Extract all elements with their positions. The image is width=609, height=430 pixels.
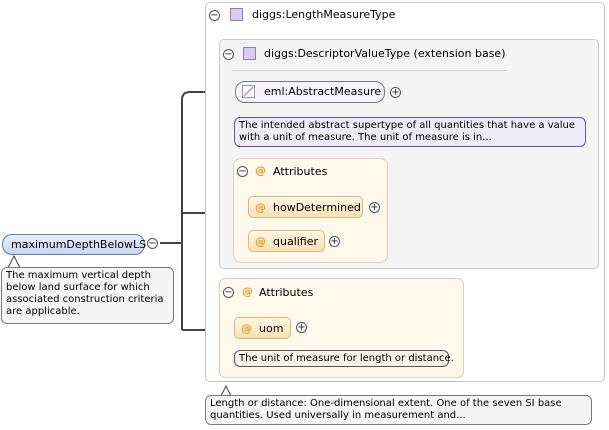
qualifier-attribute[interactable]: @ qualifier (248, 230, 325, 252)
maximum-depth-below-ls-element[interactable]: maximumDepthBelowLS (2, 234, 146, 255)
collapse-outer-attributes-button[interactable]: − (223, 287, 234, 298)
how-determined-label: howDetermined (273, 201, 361, 214)
expand-abstract-measure-button[interactable]: + (390, 87, 401, 98)
divider (232, 70, 507, 71)
abstract-measure-doc-line-1: The intended abstract supertype of all q… (239, 120, 576, 131)
root-doc-line-1: The maximum vertical depth (6, 270, 151, 281)
descriptor-value-type-label: diggs:DescriptorValueType (extension bas… (264, 47, 506, 60)
complex-type-icon (230, 8, 243, 21)
attributes-at-icon: @ (255, 164, 266, 177)
root-element-doc: The maximum vertical depth below land su… (1, 267, 174, 324)
outer-attributes-title: Attributes (259, 286, 314, 299)
abstract-measure-element[interactable]: eml:AbstractMeasure (235, 81, 385, 103)
abstract-measure-doc-line-2: with a unit of measure. The unit of meas… (239, 132, 492, 143)
length-measure-doc-line-1: Length or distance: One-dimensional exte… (210, 398, 562, 409)
length-measure-doc-line-2: quantities. Used universally in measurem… (210, 410, 466, 421)
attribute-at-icon: @ (241, 322, 252, 335)
uom-label: uom (259, 322, 284, 335)
attribute-at-icon: @ (255, 201, 266, 214)
expand-how-determined-button[interactable]: + (369, 202, 380, 213)
attributes-at-icon: @ (242, 285, 253, 298)
length-measure-type-label: diggs:LengthMeasureType (252, 8, 396, 21)
qualifier-label: qualifier (273, 235, 319, 248)
how-determined-attribute[interactable]: @ howDetermined (248, 196, 363, 218)
collapse-length-measure-type-button[interactable]: − (209, 10, 220, 21)
collapse-root-element-button[interactable]: − (147, 238, 158, 249)
expand-uom-button[interactable]: + (296, 322, 307, 333)
uom-attribute[interactable]: @ uom (234, 317, 291, 339)
abstract-measure-doc: The intended abstract supertype of all q… (234, 117, 586, 147)
attribute-at-icon: @ (255, 235, 266, 248)
root-doc-line-4: are applicable. (6, 306, 80, 317)
inner-attributes-title: Attributes (273, 165, 328, 178)
abstract-measure-label: eml:AbstractMeasure (264, 85, 382, 98)
collapse-inner-attributes-button[interactable]: − (237, 166, 248, 177)
abstract-element-icon (242, 85, 255, 98)
root-doc-line-2: below land surface for which (6, 282, 150, 293)
extension-type-icon (243, 47, 256, 60)
length-measure-type-doc: Length or distance: One-dimensional exte… (205, 395, 592, 425)
root-doc-line-3: associated construction criteria (6, 294, 164, 305)
expand-qualifier-button[interactable]: + (329, 236, 340, 247)
collapse-descriptor-value-type-button[interactable]: − (223, 49, 234, 60)
uom-doc: The unit of measure for length or distan… (234, 350, 454, 367)
